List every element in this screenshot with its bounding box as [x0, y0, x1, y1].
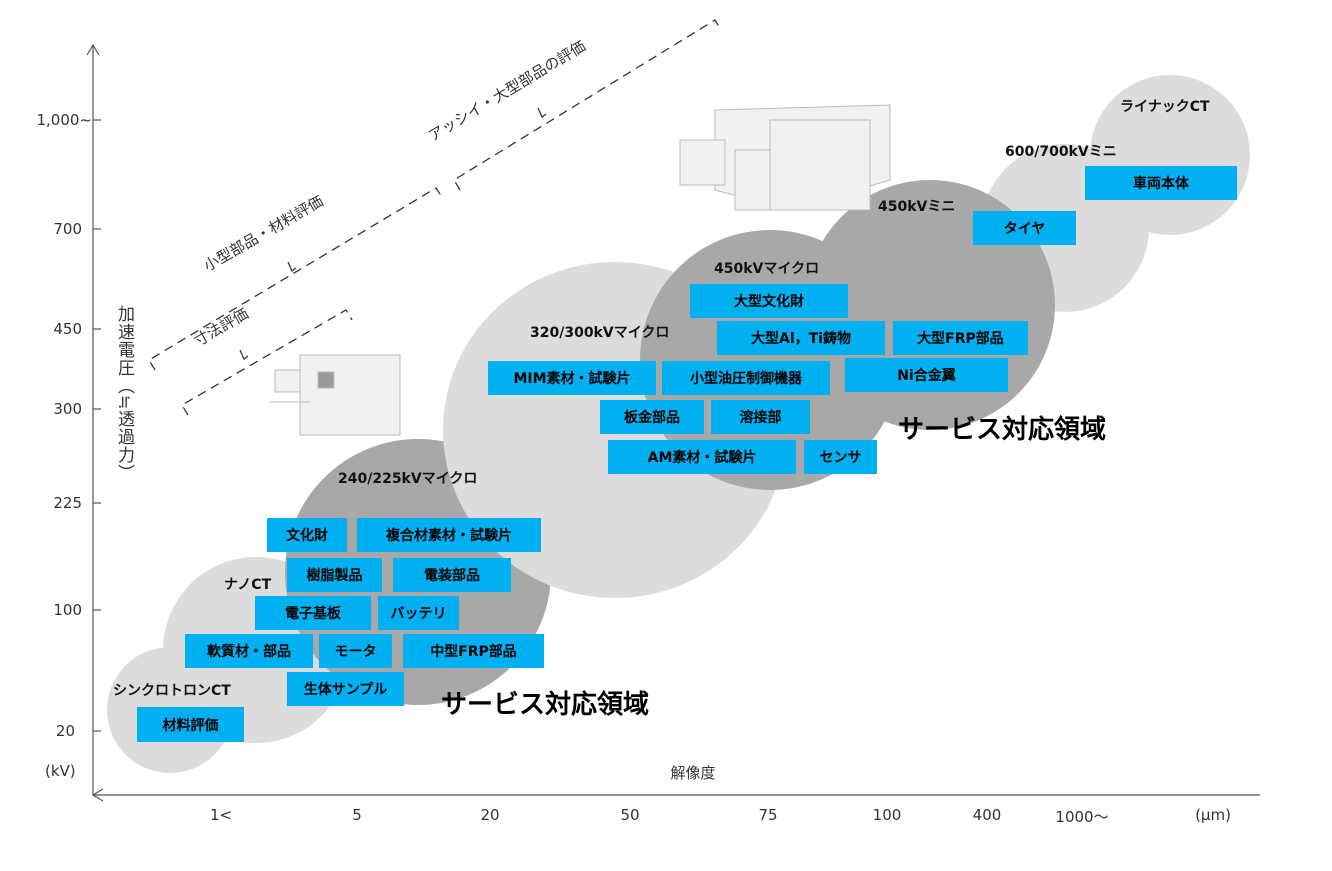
y-tick: 700	[53, 220, 82, 238]
category-label: 450kVマイクロ	[714, 261, 820, 277]
x-tick: 100	[872, 806, 902, 824]
machine-image-small	[270, 354, 401, 436]
y-tick: 300	[53, 400, 82, 418]
x-tick: 1<	[209, 806, 233, 824]
category-label: 600/700kVミニ	[1005, 144, 1117, 160]
application-box: 中型FRP部品	[403, 634, 544, 668]
y-axis-unit: (kV)	[45, 762, 76, 780]
category-label: シンクロトロンCT	[113, 683, 231, 699]
application-box: 溶接部	[711, 400, 810, 434]
x-tick: 75	[758, 806, 778, 824]
category-label: 450kVミニ	[878, 199, 956, 215]
application-box: 大型FRP部品	[893, 321, 1028, 355]
y-axis-title: 加速電圧（≒透過力）	[114, 305, 134, 483]
application-box: 車両本体	[1085, 166, 1237, 200]
machine-image-large	[679, 104, 891, 211]
application-box: タイヤ	[973, 211, 1076, 245]
y-tick: 225	[53, 494, 82, 512]
category-label: ライナックCT	[1120, 99, 1210, 115]
application-box: MIM素材・試験片	[488, 361, 656, 395]
y-tick: 100	[53, 601, 82, 619]
x-tick: 5	[352, 806, 362, 824]
application-box: AM素材・試験片	[608, 440, 796, 474]
bracket-lines	[148, 19, 722, 416]
x-axis-unit: (μm)	[1195, 806, 1231, 824]
application-box: バッテリ	[378, 596, 459, 630]
application-box: 電子基板	[255, 596, 371, 630]
x-tick: 20	[480, 806, 500, 824]
x-tick: 50	[620, 806, 640, 824]
x-tick: 400	[972, 806, 1002, 824]
application-box: 板金部品	[600, 400, 704, 434]
application-box: モータ	[319, 634, 392, 668]
y-tick: 1,000~	[36, 111, 92, 129]
axes	[86, 43, 1260, 802]
x-axis-title: 解像度	[670, 764, 716, 782]
category-label: 240/225kVマイクロ	[338, 471, 478, 487]
application-box: 文化財	[267, 518, 347, 552]
y-tick: 450	[53, 320, 82, 338]
application-box: 大型Al，Ti鋳物	[717, 321, 885, 355]
application-box: Ni合金翼	[845, 358, 1008, 392]
category-label: 320/300kVマイクロ	[530, 325, 670, 341]
application-box: 小型油圧制御機器	[662, 361, 830, 395]
application-box: 材料評価	[137, 707, 244, 742]
application-box: センサ	[804, 440, 877, 474]
application-box: 樹脂製品	[287, 558, 382, 592]
category-label: ナノCT	[224, 577, 272, 593]
service-area-label: サービス対応領域	[898, 415, 1107, 445]
application-box: 複合材素材・試験片	[357, 518, 541, 552]
application-box: 軟質材・部品	[185, 634, 313, 668]
service-area-label: サービス対応領域	[441, 690, 650, 720]
x-tick: 1000〜	[1055, 808, 1109, 826]
application-box: 生体サンプル	[287, 672, 404, 706]
application-box: 電装部品	[393, 558, 511, 592]
application-box: 大型文化財	[690, 284, 848, 318]
y-tick: 20	[55, 722, 75, 740]
